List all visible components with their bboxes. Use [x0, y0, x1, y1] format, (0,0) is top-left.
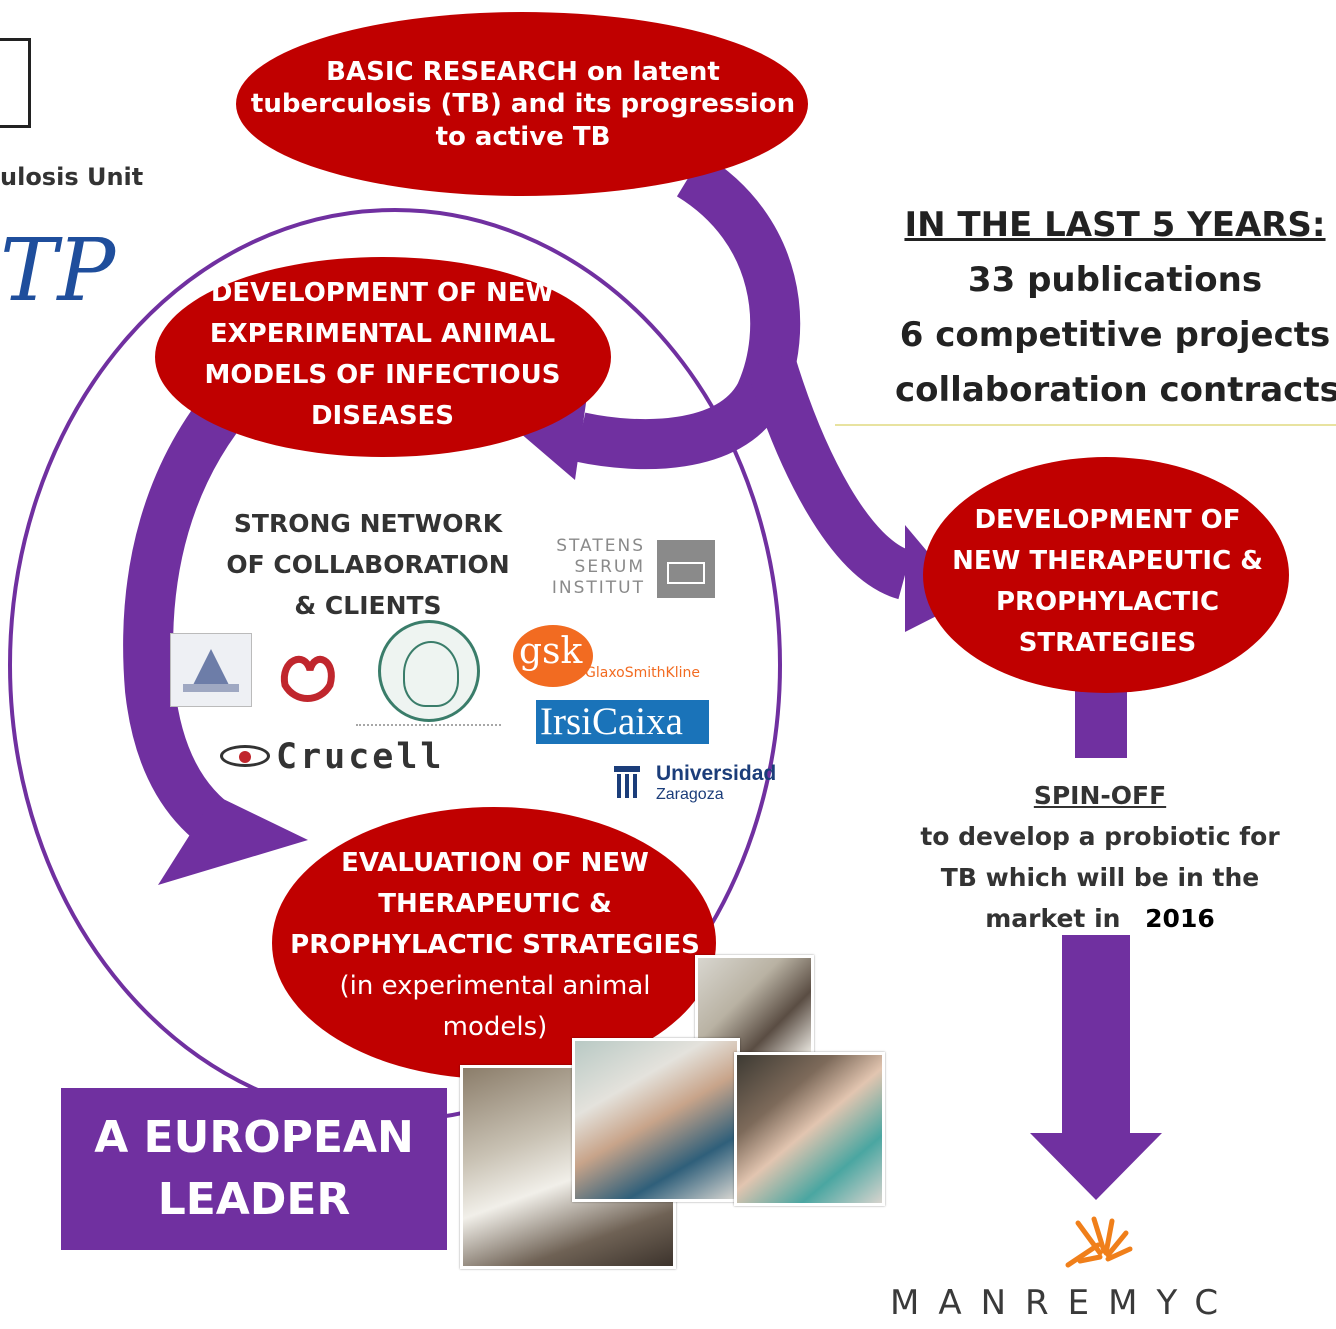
- unizar-logo: Universidad Zaragoza: [612, 762, 777, 814]
- unizar-line-1: Universidad: [656, 762, 777, 785]
- spinoff-line-2: TB which will be in the: [940, 863, 1260, 892]
- arrow-to-therapeutic-development: [746, 352, 914, 600]
- gsk-text: gsk: [519, 631, 583, 672]
- down-arrow-head: [1030, 1133, 1162, 1200]
- arrow-research-to-models: [574, 153, 801, 470]
- node-therapeutic-line-4: STRATEGIES: [1018, 628, 1197, 658]
- node-therapeutic-line-3: PROPHYLACTIC: [995, 587, 1220, 617]
- top-left-logo-bracket: [0, 38, 31, 128]
- node-basic-research-line-3: to active TB: [435, 121, 611, 152]
- node-evaluation-note-2: models): [442, 1011, 548, 1042]
- photo-researcher-microscope: [572, 1038, 740, 1202]
- node-basic-research-line-2: tuberculosis (TB) and its progression: [250, 89, 796, 120]
- network-heading: STRONG NETWORK OF COLLABORATION & CLIENT…: [212, 503, 524, 626]
- node-therapeutic-line-1: DEVELOPMENT OF: [974, 505, 1241, 535]
- node-therapeutic-development: DEVELOPMENT OF NEW THERAPEUTIC & PROPHYL…: [940, 498, 1275, 666]
- node-animal-models: DEVELOPMENT OF NEW EXPERIMENTAL ANIMAL M…: [180, 270, 585, 440]
- node-animal-models-line-1: DEVELOPMENT OF NEW: [210, 278, 555, 308]
- manremyc-wordmark: MANREMYC: [890, 1283, 1238, 1323]
- arrow-models-to-evaluation-head: [158, 795, 308, 885]
- logo-fragment: TP: [0, 221, 116, 321]
- crucell-logo: Crucell: [220, 735, 442, 779]
- manremyc-logo-mark: [1060, 1215, 1135, 1273]
- network-line-1: STRONG NETWORK: [233, 509, 503, 538]
- gsk-full-text: GlaxoSmithKline: [585, 665, 700, 681]
- crucell-eye-icon: [220, 745, 270, 767]
- ellipse-therapeutic-development: [923, 457, 1289, 693]
- spinoff-line-3: market in 2016: [900, 898, 1300, 939]
- down-arrow-shaft: [1062, 935, 1130, 1135]
- node-basic-research: BASIC RESEARCH on latent tuberculosis (T…: [251, 42, 795, 167]
- ellipse-basic-research: [236, 12, 808, 196]
- network-line-2: OF COLLABORATION: [226, 550, 510, 579]
- node-evaluation-note-1: (in experimental animal: [339, 970, 651, 1001]
- max-planck-caption: [356, 724, 501, 732]
- spinoff-year: 2016: [1145, 904, 1215, 933]
- spinoff-connector: [1075, 688, 1127, 758]
- european-leader-box: A EUROPEAN LEADER: [61, 1088, 447, 1250]
- spinoff-title: SPIN-OFF: [1033, 781, 1167, 810]
- crucell-text: Crucell: [276, 737, 445, 777]
- photo-researcher-woman: [734, 1052, 885, 1206]
- arrow-models-to-evaluation: [123, 378, 255, 863]
- spinoff-block: SPIN-OFF to develop a probiotic for TB w…: [900, 775, 1300, 939]
- node-basic-research-line-1: BASIC RESEARCH on latent: [326, 57, 720, 88]
- unit-name-fragment: ulosis Unit: [0, 163, 144, 191]
- node-animal-models-line-2: EXPERIMENTAL ANIMAL: [209, 319, 556, 349]
- spinoff-line-1: to develop a probiotic for: [920, 822, 1280, 851]
- node-evaluation: EVALUATION OF NEW THERAPEUTIC & PROPHYLA…: [290, 840, 700, 1050]
- node-evaluation-line-2: THERAPEUTIC &: [378, 888, 612, 919]
- spinoff-market-prefix: market in: [985, 904, 1121, 933]
- ssi-line-1: STATENS: [556, 536, 645, 556]
- stats-contracts: collaboration contracts: [895, 370, 1336, 410]
- ellipse-animal-models: [155, 257, 611, 457]
- ellipse-evaluation: [272, 807, 716, 1079]
- red-swirl-logo: [275, 645, 340, 705]
- ssi-line-2: SERUM: [574, 557, 645, 577]
- irsicaixa-logo: IrsiCaixa: [536, 700, 709, 744]
- unizar-building-icon: [612, 766, 642, 802]
- stats-publications: 33 publications: [967, 260, 1263, 300]
- ssi-line-3: INSTITUT: [551, 578, 645, 598]
- ssi-building-icon: [657, 540, 715, 598]
- ssi-logo: STATENS SERUM INSTITUT: [545, 536, 720, 602]
- stats-projects: 6 competitive projects: [899, 315, 1331, 355]
- node-therapeutic-line-2: NEW THERAPEUTIC &: [952, 546, 1263, 576]
- stats-heading: IN THE LAST 5 YEARS:: [904, 205, 1326, 245]
- anchivel-logo: [170, 633, 252, 707]
- network-line-3: & CLIENTS: [294, 591, 442, 620]
- unizar-line-2: Zaragoza: [656, 786, 724, 803]
- leader-line-1: A EUROPEAN: [94, 1112, 414, 1163]
- node-evaluation-line-3: PROPHYLACTIC STRATEGIES: [290, 929, 700, 960]
- node-evaluation-line-1: EVALUATION OF NEW: [341, 847, 649, 878]
- node-animal-models-line-4: DISEASES: [310, 401, 455, 431]
- leader-line-2: LEADER: [157, 1174, 351, 1225]
- gsk-logo: gsk: [513, 625, 593, 687]
- stats-block: IN THE LAST 5 YEARS: 33 publications 6 c…: [895, 197, 1336, 418]
- node-animal-models-line-3: MODELS OF INFECTIOUS: [204, 360, 561, 390]
- irsicaixa-text: IrsiCaixa: [540, 700, 683, 743]
- max-planck-logo: [378, 620, 480, 722]
